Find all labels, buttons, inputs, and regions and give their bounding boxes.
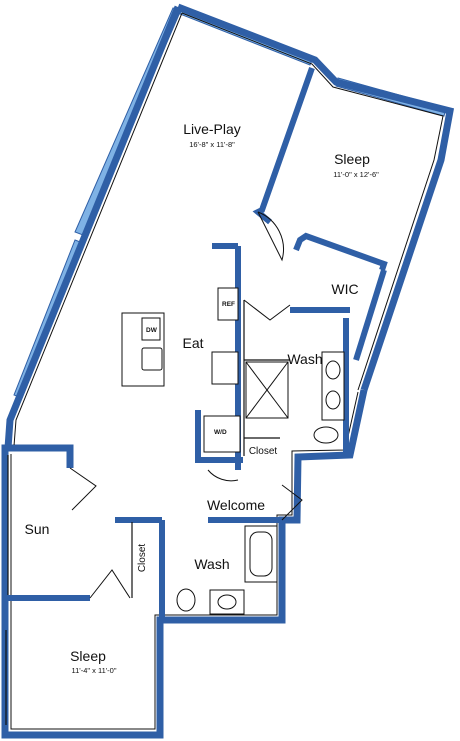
- wall-top-inner: [181, 12, 444, 391]
- room-sun-name: Sun: [25, 521, 50, 537]
- shower-x2: [245, 361, 289, 419]
- ref-label: REF: [222, 301, 235, 308]
- wall-west-inner: [13, 12, 183, 447]
- room-wic-name: WIC: [331, 281, 358, 297]
- kitchen-island: [121, 312, 165, 387]
- toilet-1: [313, 426, 339, 444]
- room-sleep-second-dims: 11'-4" x 11'-0": [71, 666, 116, 675]
- wall-top: [176, 3, 455, 392]
- room-sleep-second-name: Sleep: [70, 648, 106, 664]
- room-closet-small-name: Closet: [137, 544, 148, 573]
- wall-east-inner: [10, 391, 359, 730]
- vanity-2-sink: [217, 594, 237, 610]
- room-live-play-dims: 16'-8" x 11'-8": [189, 140, 235, 149]
- door-wash1: [243, 299, 291, 321]
- door-swings: [69, 211, 303, 599]
- bath-fixtures: [176, 351, 345, 615]
- range-box: [211, 351, 239, 385]
- wall-west-diagonal: [4, 5, 182, 449]
- dishwasher-box: [141, 317, 161, 341]
- room-wash-second-name: Wash: [194, 556, 229, 572]
- room-eat-name: Eat: [182, 335, 203, 351]
- door-sleep2: [89, 569, 131, 599]
- wall-wic-south: [353, 269, 387, 361]
- toilet-2: [176, 588, 196, 612]
- room-sleep-main-name: Sleep: [334, 151, 370, 167]
- vanity-sink-a: [325, 360, 341, 380]
- room-closet-entry-name: Closet: [249, 446, 278, 457]
- room-sleep-main-dims: 11'-0" x 12'-6": [333, 170, 379, 179]
- tub-inner: [249, 531, 273, 577]
- door-entry: [281, 484, 303, 521]
- kitchen-appliances: [203, 287, 289, 453]
- wall-bedroom-west: [252, 67, 315, 225]
- wall-closet-wd: [195, 410, 243, 463]
- refrigerator-box: [217, 287, 239, 321]
- dw-label: DW: [146, 327, 158, 334]
- room-welcome-name: Welcome: [207, 497, 265, 513]
- wd-label: W/D: [214, 429, 227, 436]
- door-sun: [69, 467, 97, 511]
- vanity-sink-b: [325, 390, 341, 410]
- island-sink: [141, 347, 163, 371]
- wall-east-lower: [1, 389, 368, 739]
- door-bedroom: [257, 211, 284, 262]
- room-wash-main-name: Wash: [287, 351, 322, 367]
- wall-bedroom-south: [293, 232, 388, 271]
- door-welcome: [207, 469, 239, 482]
- room-live-play-name: Live-Play: [183, 121, 241, 137]
- partitions: [5, 300, 290, 725]
- wd-box: [203, 415, 241, 453]
